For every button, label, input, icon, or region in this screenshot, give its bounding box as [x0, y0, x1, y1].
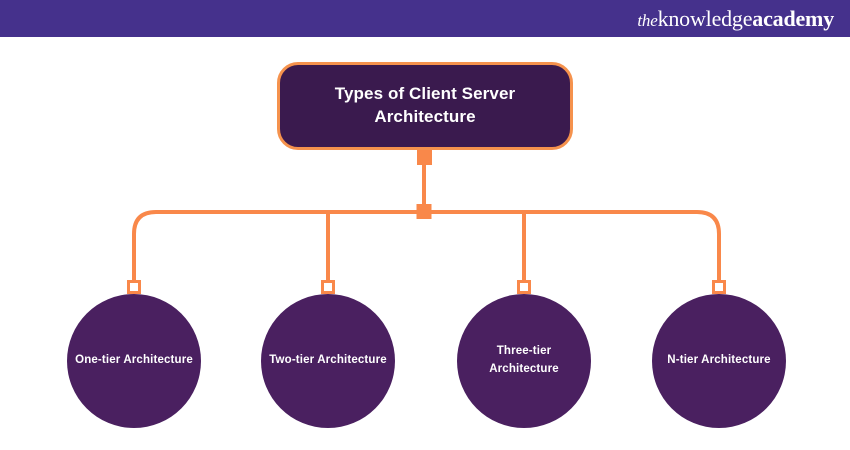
leaf-node-label-two-tier: Two-tier Architecture: [269, 354, 387, 367]
connector-square-two-tier: [321, 280, 335, 294]
connector-square-one-tier: [127, 280, 141, 294]
architecture-diagram: Types of Client Server Architecture One-…: [0, 37, 850, 450]
leaf-node-label-n-tier: N-tier Architecture: [667, 354, 771, 367]
header-bar: theknowledgeacademy: [0, 0, 850, 37]
brand-logo-knowledge: knowledge: [657, 5, 753, 31]
leaf-node-one-tier[interactable]: One-tier Architecture: [67, 294, 201, 428]
leaf-node-label-three-tier: Three-tier Architecture: [489, 345, 559, 375]
connector-lines: [127, 150, 726, 294]
leaf-node-n-tier[interactable]: N-tier Architecture: [652, 294, 786, 428]
brand-logo-academy: academy: [752, 5, 834, 31]
leaf-node-two-tier[interactable]: Two-tier Architecture: [261, 294, 395, 428]
connector-square-three-tier: [517, 280, 531, 294]
connector-square-n-tier: [712, 280, 726, 294]
leaf-node-three-tier[interactable]: Three-tier Architecture: [457, 294, 591, 428]
leaf-node-label-one-tier: One-tier Architecture: [75, 354, 193, 367]
connector-bus: [132, 210, 721, 287]
connector-square-root: [417, 150, 432, 165]
root-node-types-of-client-server-architecture[interactable]: Types of Client Server Architecture: [277, 62, 573, 150]
brand-logo-the: the: [637, 10, 658, 30]
connector-square-bus: [416, 204, 432, 219]
root-node-label: Types of Client Server Architecture: [334, 84, 516, 126]
brand-logo: theknowledgeacademy: [637, 5, 834, 31]
